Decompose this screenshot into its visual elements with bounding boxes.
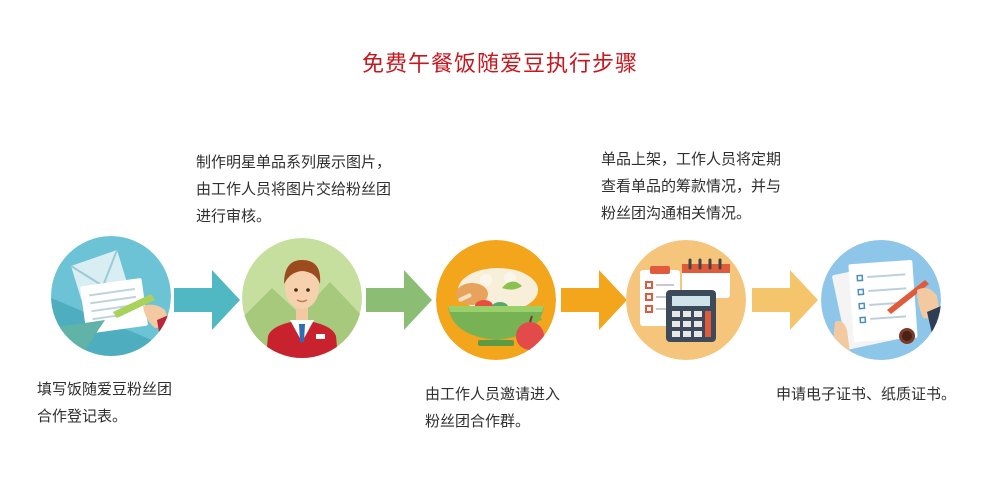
step-2-icon-circle [242,238,362,358]
step-5-icon-circle [821,240,941,360]
arrow-2-icon [366,270,432,330]
step-3-icon-circle [436,240,556,360]
step-4-description: 单品上架，工作人员将定期 查看单品的筹款情况，并与 粉丝团沟通相关情况。 [601,150,782,222]
form-document-icon [51,236,171,356]
staff-person-icon [242,238,362,358]
calculator-calendar-icon [626,240,746,360]
arrow-1-icon [174,270,240,330]
arrow-3-icon [561,270,627,330]
food-bowl-icon [436,240,556,360]
certificate-icon [821,240,941,360]
arrow-4-icon [752,270,818,330]
step-4-icon-circle [626,240,746,360]
step-2-description: 制作明星单品系列展示图片， 由工作人员将图片交给粉丝团 进行审核。 [196,153,392,225]
step-5-description: 申请电子证书、纸质证书。 [776,385,957,403]
step-3-description: 由工作人员邀请进入 粉丝团合作群。 [425,385,561,430]
page-title: 免费午餐饭随爱豆执行步骤 [361,52,638,77]
step-1-icon-circle [51,236,171,356]
step-1-description: 填写饭随爱豆粉丝团 合作登记表。 [37,380,173,425]
